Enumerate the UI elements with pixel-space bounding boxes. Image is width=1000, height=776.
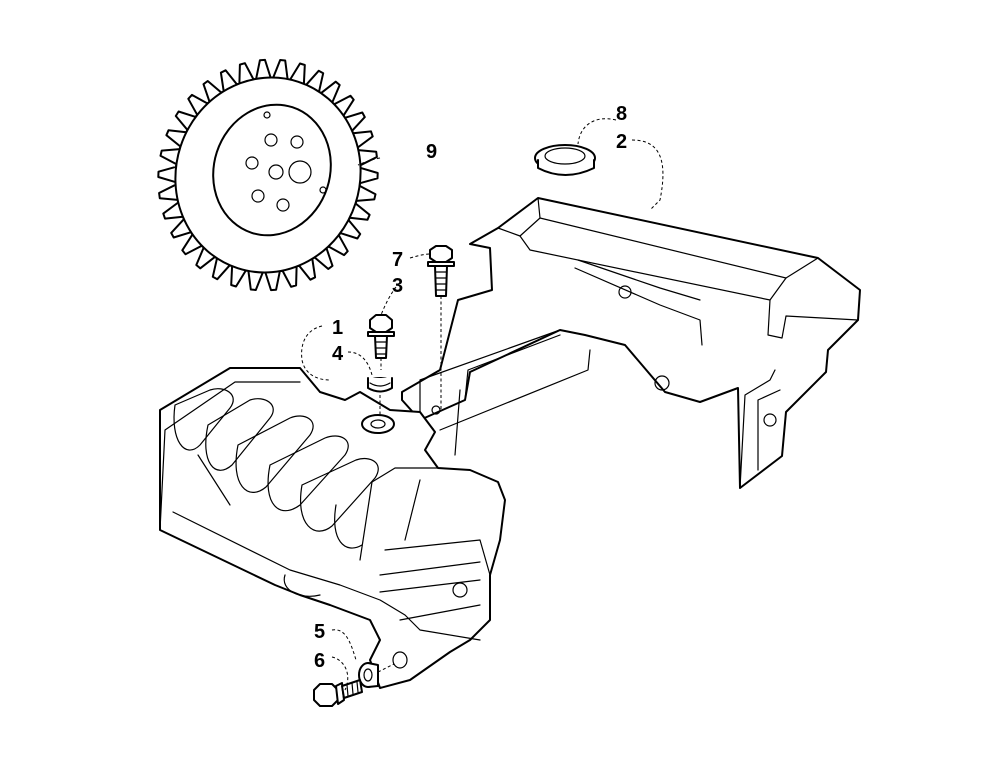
washer [358, 662, 395, 688]
callout-3: 3 [392, 275, 403, 297]
callout-5: 5 [314, 621, 325, 643]
leader-lines [301, 118, 664, 691]
callout-4: 4 [332, 343, 344, 365]
bushing [367, 377, 393, 416]
side-bolt [313, 679, 363, 707]
callout-labels: 9 8 2 7 3 1 4 5 6 [314, 103, 627, 672]
callout-2: 2 [616, 131, 627, 153]
callout-8: 8 [616, 103, 627, 125]
lower-shroud [159, 367, 506, 689]
callout-6: 6 [314, 650, 325, 672]
grommet [534, 144, 596, 176]
flywheel-fan [157, 58, 379, 292]
upper-shroud [401, 197, 861, 489]
callout-1: 1 [332, 317, 343, 339]
callout-9: 9 [426, 141, 437, 163]
short-bolt [367, 314, 395, 370]
callout-7: 7 [392, 249, 403, 271]
long-bolt [427, 245, 455, 410]
